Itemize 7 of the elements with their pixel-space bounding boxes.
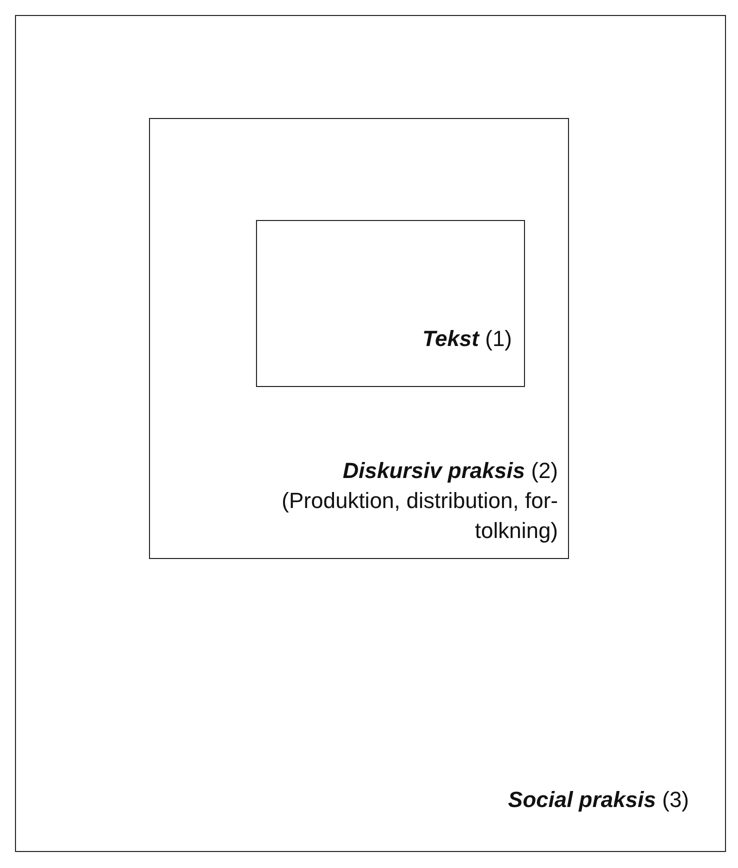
frame-box	[149, 118, 569, 559]
box-heading: Social praksis (3)	[508, 786, 689, 814]
box-heading: Tekst (1)	[422, 325, 512, 353]
box-description: (Produktion, distribution, for-tolkning)	[280, 487, 558, 545]
frame-box	[15, 15, 726, 852]
frame-box	[256, 220, 525, 387]
box-heading: Diskursiv praksis (2)	[342, 457, 558, 485]
